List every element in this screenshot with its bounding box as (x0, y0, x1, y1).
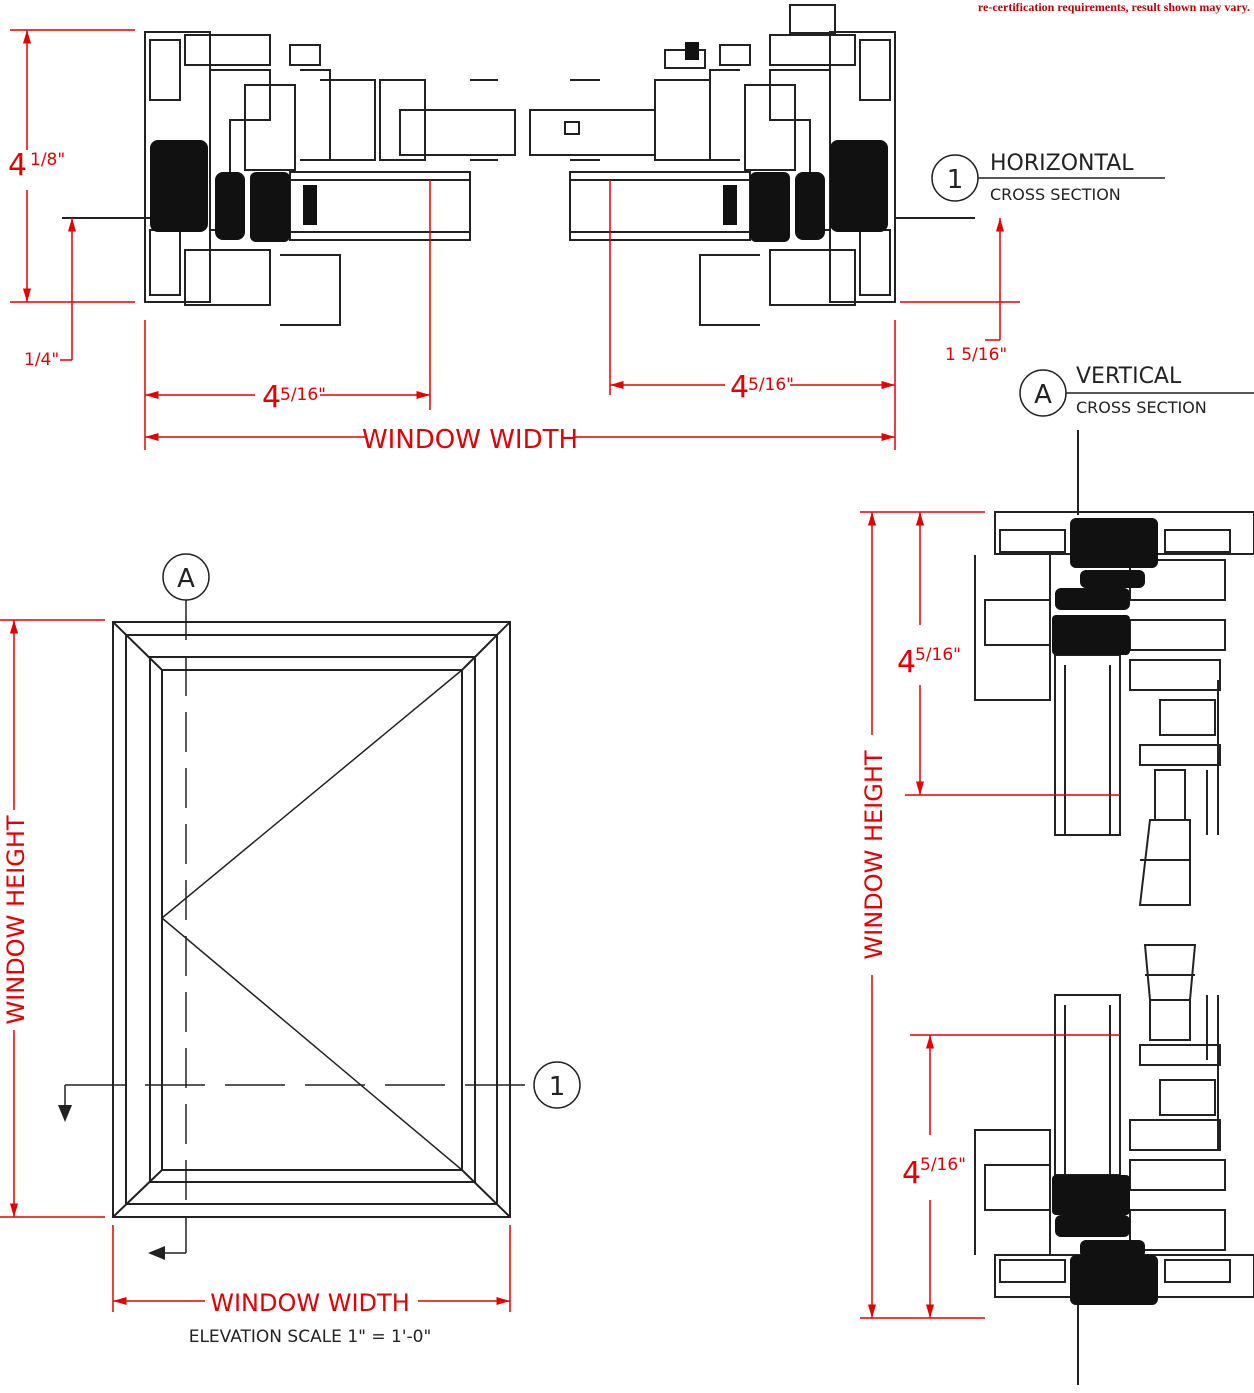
vertical-section-title: VERTICAL (1076, 364, 1182, 389)
elevation-section-1: 1 (549, 1072, 566, 1102)
dim-horiz-right-depth-whole: 4 (730, 370, 749, 405)
dim-horiz-left-offset: 1/4" (24, 350, 59, 370)
vertical-section-subtitle: CROSS SECTION (1076, 398, 1207, 417)
elevation-scale: ELEVATION SCALE 1" = 1'-0" (189, 1327, 432, 1347)
elevation-section-markers: A 1 (162, 553, 581, 1109)
window-elevation (64, 600, 535, 1254)
horizontal-section-callout: 1 HORIZONTAL CROSS SECTION (931, 151, 1165, 204)
dim-horiz-height-whole: 4 (8, 148, 27, 183)
dim-horiz-left-depth-frac: 5/16" (280, 385, 326, 405)
horizontal-cross-section (62, 4, 975, 326)
elevation-dimensions (0, 619, 511, 1312)
elevation-window-width: WINDOW WIDTH (210, 1289, 410, 1317)
elevation-section-a: A (177, 564, 195, 594)
dim-horiz-right-depth-frac: 5/16" (748, 375, 794, 395)
dim-vert-top-whole: 4 (897, 645, 916, 680)
dim-vert-bot-frac: 5/16" (920, 1155, 966, 1175)
horizontal-section-title: HORIZONTAL (990, 151, 1134, 176)
horizontal-dimensions (10, 29, 1020, 450)
vertical-gaskets (1052, 518, 1158, 1305)
dim-horiz-right-offset: 1 5/16" (945, 345, 1007, 365)
dim-horiz-left-depth-whole: 4 (262, 380, 281, 415)
horizontal-section-id: 1 (947, 165, 964, 195)
dim-vert-bot-whole: 4 (902, 1156, 921, 1191)
vertical-dimensions (860, 511, 1120, 1319)
dim-horiz-height-frac: 1/8" (30, 150, 65, 170)
elevation-cut-arrows (58, 1105, 165, 1260)
recertification-note: re-certification requirements, result sh… (977, 0, 1250, 14)
vertical-window-height: WINDOW HEIGHT (860, 750, 888, 959)
vertical-section-callout: A VERTICAL CROSS SECTION (1019, 364, 1254, 417)
elevation-window-height: WINDOW HEIGHT (2, 815, 30, 1024)
dim-vert-top-frac: 5/16" (915, 645, 961, 665)
horizontal-gaskets (150, 42, 888, 242)
dim-horiz-window-width: WINDOW WIDTH (362, 425, 578, 455)
horizontal-section-subtitle: CROSS SECTION (990, 185, 1121, 204)
vertical-section-id: A (1034, 380, 1052, 410)
